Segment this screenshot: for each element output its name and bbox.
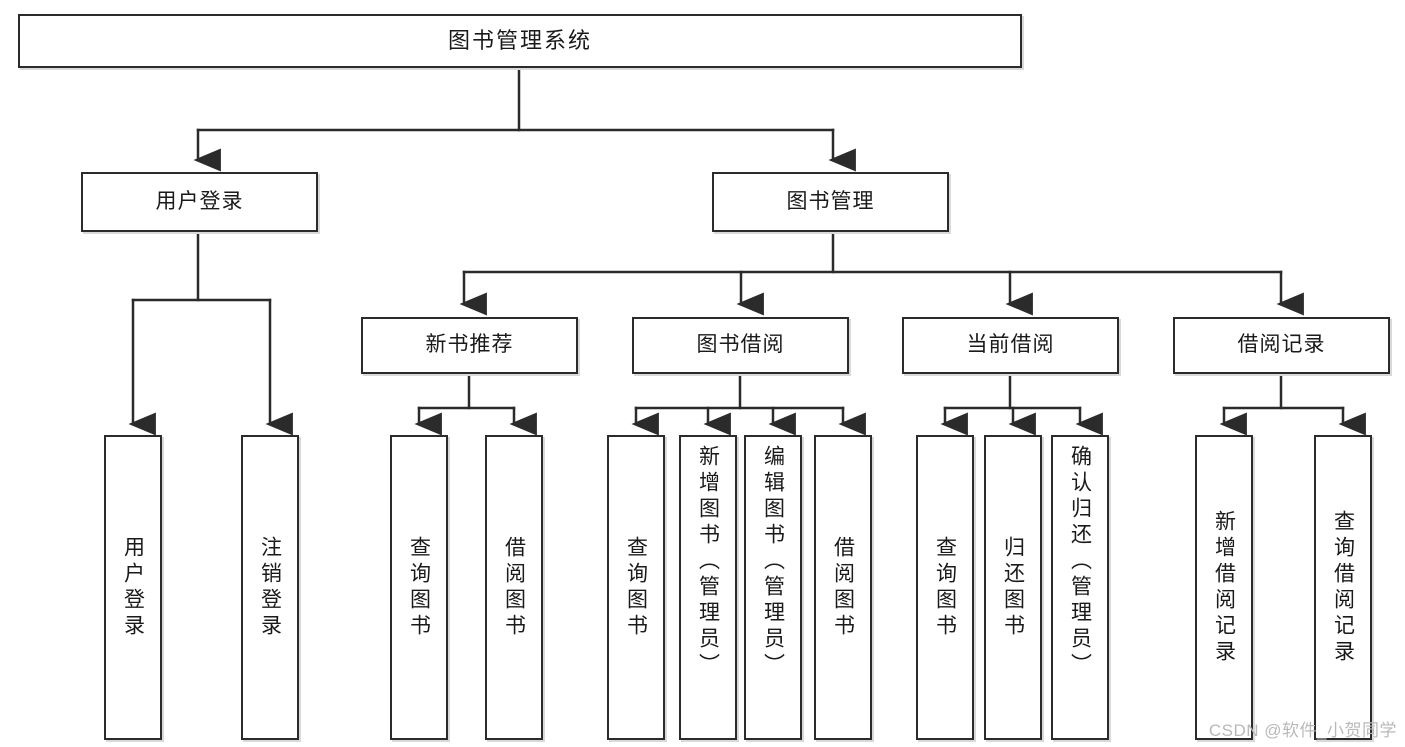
leaf-label: 查询图书 — [407, 535, 431, 640]
leaf-label: 借阅图书 — [502, 535, 526, 640]
node-user-login[interactable]: 用户登录 — [81, 172, 318, 232]
leaf-user-login-logout[interactable]: 注销登录 — [241, 435, 299, 740]
leaf-label: 注销登录 — [258, 535, 282, 640]
node-root-label: 图书管理系统 — [447, 28, 592, 54]
leaf-current-borrow-return[interactable]: 归还图书 — [984, 435, 1042, 740]
leaf-label: 查询图书 — [933, 535, 957, 640]
node-new-book-recommend-label: 新书推荐 — [425, 333, 514, 357]
leaf-label: 借阅图书 — [831, 535, 855, 640]
leaf-label: 查询借阅记录 — [1331, 509, 1355, 666]
leaf-label: 新增图书（管理员） — [696, 445, 720, 679]
node-borrow-record-label: 借阅记录 — [1237, 333, 1326, 357]
leaf-new-book-query[interactable]: 查询图书 — [390, 435, 448, 740]
leaf-user-login-login[interactable]: 用户登录 — [104, 435, 162, 740]
leaf-book-borrow-add[interactable]: 新增图书（管理员） — [679, 435, 737, 740]
leaf-book-borrow-borrow[interactable]: 借阅图书 — [814, 435, 872, 740]
node-current-borrow-label: 当前借阅 — [966, 333, 1055, 357]
leaf-current-borrow-confirm-return[interactable]: 确认归还（管理员） — [1051, 435, 1109, 740]
leaf-label: 用户登录 — [121, 535, 145, 640]
leaf-label: 确认归还（管理员） — [1068, 445, 1092, 679]
leaf-borrow-record-add[interactable]: 新增借阅记录 — [1195, 435, 1253, 740]
node-book-borrow[interactable]: 图书借阅 — [632, 317, 849, 374]
leaf-label: 归还图书 — [1001, 535, 1025, 640]
leaf-new-book-borrow[interactable]: 借阅图书 — [485, 435, 543, 740]
node-book-management[interactable]: 图书管理 — [712, 172, 949, 232]
leaf-label: 编辑图书（管理员） — [761, 445, 785, 679]
leaf-borrow-record-query[interactable]: 查询借阅记录 — [1314, 435, 1372, 740]
leaf-book-borrow-query[interactable]: 查询图书 — [607, 435, 665, 740]
node-user-login-label: 用户登录 — [155, 189, 244, 213]
node-book-borrow-label: 图书借阅 — [696, 333, 785, 357]
node-borrow-record[interactable]: 借阅记录 — [1173, 317, 1390, 374]
leaf-book-borrow-edit[interactable]: 编辑图书（管理员） — [744, 435, 802, 740]
node-current-borrow[interactable]: 当前借阅 — [902, 317, 1119, 374]
node-book-management-label: 图书管理 — [786, 189, 875, 213]
leaf-current-borrow-query[interactable]: 查询图书 — [916, 435, 974, 740]
leaf-label: 新增借阅记录 — [1212, 509, 1236, 666]
node-new-book-recommend[interactable]: 新书推荐 — [361, 317, 578, 374]
watermark: CSDN @软件_小贺同学 — [1208, 721, 1397, 740]
node-root[interactable]: 图书管理系统 — [18, 14, 1022, 68]
leaf-label: 查询图书 — [624, 535, 648, 640]
